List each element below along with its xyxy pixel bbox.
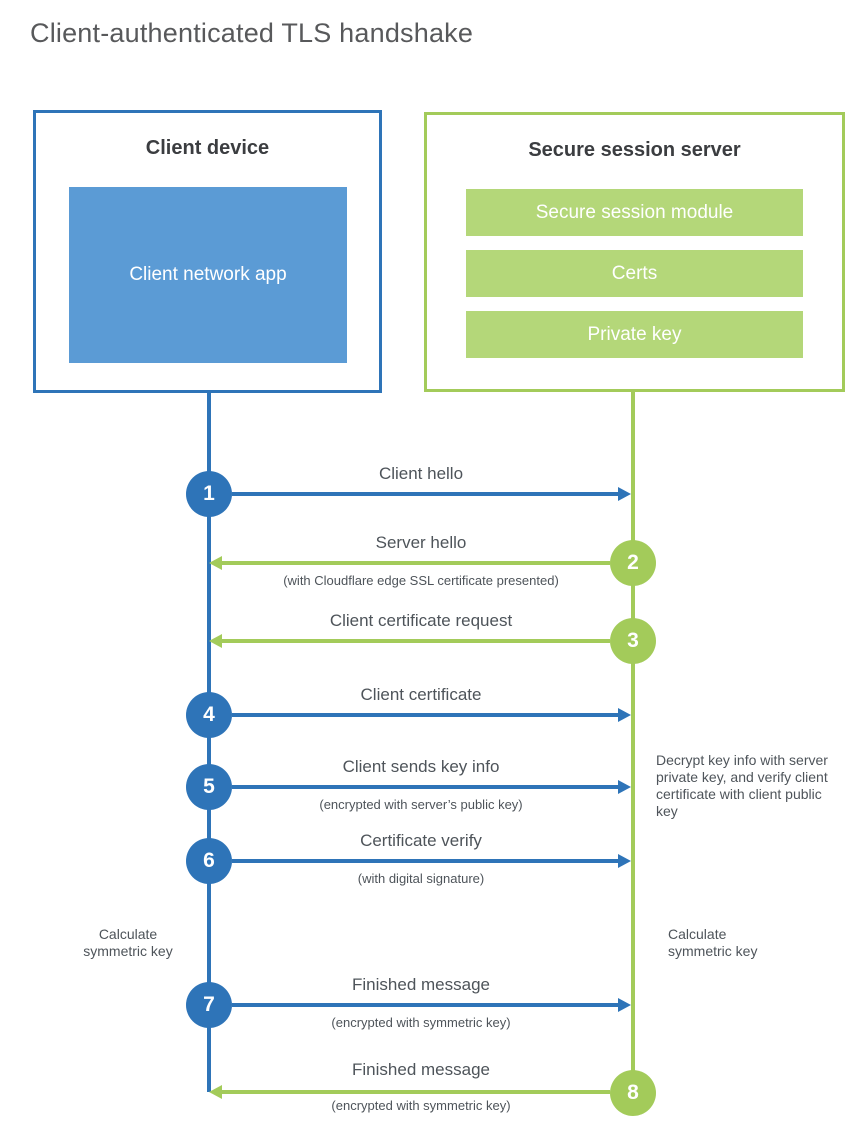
step-3-circle: 3 [610,618,656,664]
step-2-number: 2 [627,551,639,574]
page-title: Client-authenticated TLS handshake [30,18,474,48]
step-5-sublabel: (encrypted with server’s public key) [319,797,523,812]
step-4-arrow-shaft [232,713,618,717]
decrypt-key-info-note: Decrypt key info with server private key… [656,752,828,819]
server-lifeline [631,392,635,1093]
step-6-sublabel: (with digital signature) [357,871,485,886]
step-3-label: Client certificate request [329,611,513,630]
calculate-symmetric-key-note-server: Calculate symmetric key [668,926,758,959]
client-lifeline [207,393,211,1092]
step-3-arrowhead-icon [209,634,222,648]
step-6-circle: 6 [186,838,232,884]
step-7-circle: 7 [186,982,232,1028]
step-3-number: 3 [627,629,639,652]
step-1-arrowhead-icon [618,487,631,501]
step-1-number: 1 [203,482,215,505]
step-3-arrow-shaft [222,639,610,643]
step-5-arrow-shaft [232,785,618,789]
step-6-label: Certificate verify [360,831,482,850]
client-device-title: Client device [145,137,270,159]
step-1-arrow-shaft [232,492,618,496]
step-2-circle: 2 [610,540,656,586]
client-network-app-box: Client network app [69,187,347,363]
server-module-certs: Certs [466,250,803,297]
step-2-label: Server hello [375,533,467,552]
step-6-arrow-shaft [232,859,618,863]
step-1-circle: 1 [186,471,232,517]
step-2-arrowhead-icon [209,556,222,570]
server-title: Secure session server [528,139,741,161]
step-5-number: 5 [203,775,215,798]
step-7-sublabel: (encrypted with symmetric key) [331,1015,511,1030]
step-8-arrow-shaft [222,1090,610,1094]
step-2-sublabel: (with Cloudflare edge SSL certificate pr… [283,573,559,588]
step-8-circle: 8 [610,1070,656,1116]
step-5-label: Client sends key info [342,757,500,776]
step-7-number: 7 [203,993,215,1016]
step-4-label: Client certificate [360,685,482,704]
step-4-circle: 4 [186,692,232,738]
calculate-symmetric-key-note-client: Calculate symmetric key [83,926,173,959]
step-7-arrow-shaft [232,1003,618,1007]
step-6-arrowhead-icon [618,854,631,868]
step-8-sublabel: (encrypted with symmetric key) [331,1098,511,1113]
step-4-number: 4 [203,703,215,726]
step-1-label: Client hello [378,464,464,483]
step-5-arrowhead-icon [618,780,631,794]
step-5-circle: 5 [186,764,232,810]
server-module-private-key: Private key [466,311,803,358]
step-6-number: 6 [203,849,215,872]
server-box: Secure session server Secure session mod… [424,112,845,392]
step-8-number: 8 [627,1081,639,1104]
step-7-label: Finished message [352,975,490,994]
step-4-arrowhead-icon [618,708,631,722]
server-module-secure-session: Secure session module [466,189,803,236]
step-2-arrow-shaft [222,561,610,565]
step-8-arrowhead-icon [209,1085,222,1099]
step-8-label: Finished message [352,1060,490,1079]
client-network-app-label: Client network app [129,264,287,286]
step-7-arrowhead-icon [618,998,631,1012]
client-device-box: Client device Client network app [33,110,382,393]
